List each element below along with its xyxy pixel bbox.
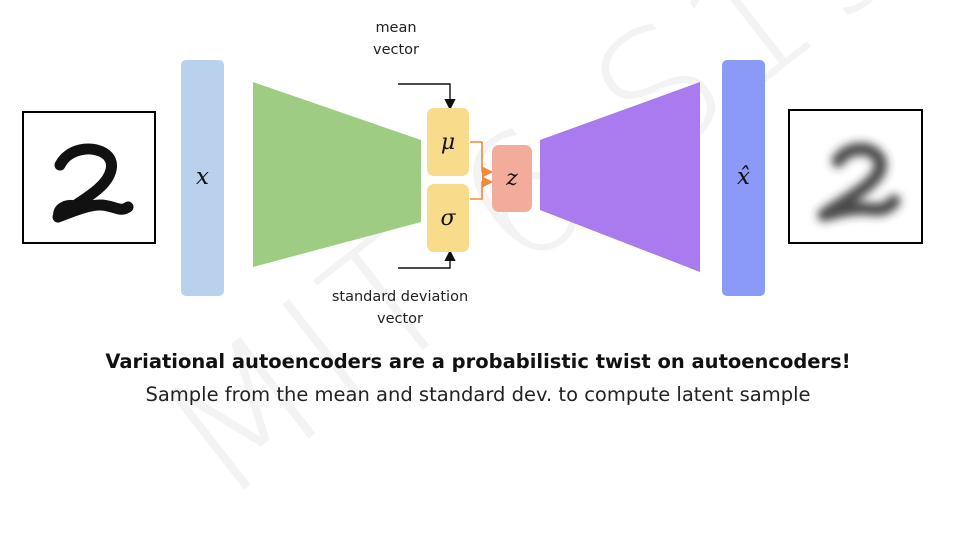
input-digit-2-drawing <box>52 143 134 223</box>
caption-title: Variational autoencoders are a probabili… <box>105 350 851 373</box>
input-variable-label: x <box>196 164 209 190</box>
caption-subtitle: Sample from the mean and standard dev. t… <box>145 383 811 406</box>
network-shapes <box>253 82 700 272</box>
input-digit-image <box>22 111 156 244</box>
std-vector-label: standard deviation vector <box>320 286 480 330</box>
mean-label-line-1: mean <box>375 20 417 36</box>
reconstructed-digit-image <box>788 109 923 244</box>
sigma-to-z-arrow <box>470 176 494 200</box>
output-variable-label: x̂ <box>737 164 750 190</box>
std-label-line-1: standard deviation <box>331 289 469 305</box>
input-vector-bar <box>181 60 224 296</box>
mean-node: μ <box>427 108 469 176</box>
decoder-network <box>540 82 700 272</box>
mean-arrow <box>398 83 456 111</box>
latent-node: z <box>492 145 532 212</box>
reconstructed-digit-drawing <box>817 142 901 222</box>
std-dev-node: σ <box>427 184 469 252</box>
std-label-line-2: vector <box>377 311 423 327</box>
std-arrow <box>398 249 456 269</box>
encoder-network <box>253 82 421 267</box>
mean-label-line-2: vector <box>373 42 419 58</box>
mean-vector-label: mean vector <box>361 17 431 61</box>
mu-to-z-arrow <box>470 141 494 178</box>
vae-diagram: MIT 6.S191 x μ σ z mean <box>22 0 956 538</box>
output-vector-bar <box>722 60 765 296</box>
